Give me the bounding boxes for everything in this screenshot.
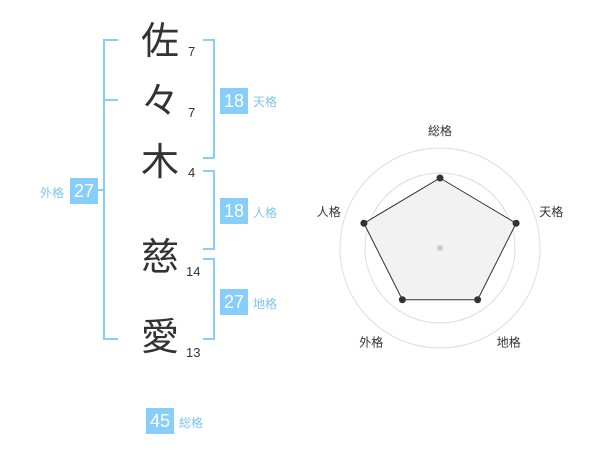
radar-axis-label-4: 外格 (359, 335, 383, 350)
name-char-4: 慈 (140, 235, 179, 279)
jinkaku-badge: 18 (220, 198, 248, 224)
radar-axis-label-2: 天格 (539, 204, 563, 219)
gaikaku-connector (94, 189, 103, 191)
chikaku-bracket (203, 258, 215, 340)
gaikaku-label: 外格 (40, 186, 65, 200)
jinkaku-bracket (203, 170, 215, 250)
tenkaku-bracket (203, 39, 215, 159)
jinkaku-label: 人格 (253, 206, 278, 220)
radar-point-5 (360, 219, 368, 227)
radar-ring-4 (339, 147, 541, 349)
chikaku-badge: 27 (220, 289, 248, 315)
radar-ring-3 (364, 172, 516, 324)
stroke-count-5: 13 (186, 345, 201, 360)
radar-axis-label-1: 総格 (428, 123, 452, 138)
radar-points (360, 174, 520, 304)
tenkaku-label: 天格 (253, 95, 278, 109)
radar-point-3 (474, 296, 482, 304)
name-char-3: 木 (140, 140, 179, 184)
soukaku-label: 総格 (179, 416, 204, 430)
radar-area (363, 177, 517, 301)
radar-axis-label-5: 人格 (317, 204, 341, 219)
stroke-count-3: 4 (188, 165, 196, 180)
name-char-2: 々 (140, 79, 179, 123)
tenkaku-badge: 18 (220, 88, 248, 114)
gaikaku-bracket (103, 39, 118, 340)
chikaku-label: 地格 (253, 297, 278, 311)
stroke-count-1: 7 (188, 44, 196, 59)
name-char-1: 佐 (140, 19, 179, 63)
gaikaku-bracket-divider (103, 99, 118, 101)
radar-point-1 (436, 174, 444, 182)
gaikaku-badge: 27 (70, 178, 98, 204)
soukaku-badge: 45 (146, 408, 174, 434)
stroke-count-2: 7 (188, 105, 196, 120)
radar-point-4 (398, 296, 406, 304)
radar-center-dot (437, 245, 443, 251)
radar-axis-label-3: 地格 (497, 335, 521, 350)
radar-point-2 (512, 219, 520, 227)
stroke-count-4: 14 (186, 264, 201, 279)
name-char-5: 愛 (140, 315, 179, 359)
